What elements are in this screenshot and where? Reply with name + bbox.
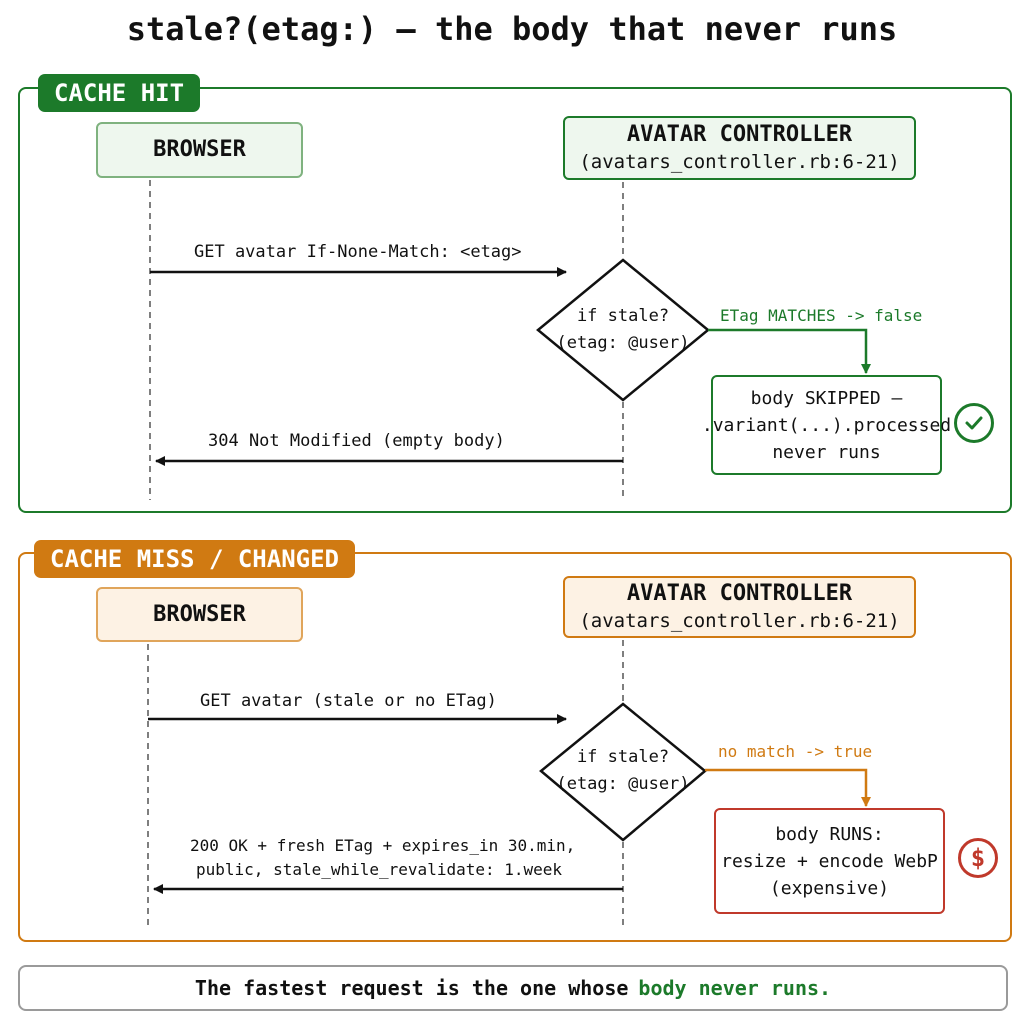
hit-decision-line2: (etag: @user) <box>556 333 690 353</box>
miss-browser-box: BROWSER <box>96 587 303 642</box>
miss-branch-label: no match -> true <box>718 742 873 761</box>
hit-decision-diamond <box>536 258 710 402</box>
miss-decision-text: if stale? (etag: @user) <box>556 744 689 798</box>
page-title: stale?(etag:) — the body that never runs <box>126 10 898 48</box>
miss-decision-line2: (etag: @user) <box>556 774 690 794</box>
hit-result-line3: never runs <box>772 441 881 463</box>
hit-branch-arrow <box>708 328 871 374</box>
footer-text: The fastest request is the one whose <box>194 976 629 1000</box>
hit-branch-label: ETag MATCHES -> false <box>720 306 923 325</box>
dollar-symbol: $ <box>970 844 986 872</box>
hit-decision-text: if stale? (etag: @user) <box>556 303 689 357</box>
miss-decision-diamond <box>539 702 707 842</box>
miss-controller-name: AVATAR CONTROLLER <box>626 581 853 606</box>
miss-response-line2: public, stale_while_revalidate: 1.week <box>196 860 563 879</box>
miss-decision-line1: if stale? <box>576 747 670 767</box>
checkmark-icon <box>954 403 994 443</box>
miss-controller-file: (avatars_controller.rb:6-21) <box>579 610 900 632</box>
hit-result-line1: body SKIPPED — <box>750 387 903 409</box>
miss-result-line3: (expensive) <box>769 877 890 899</box>
hit-response-label: 304 Not Modified (empty body) <box>208 431 505 451</box>
miss-request-label: GET avatar (stale or no ETag) <box>200 691 497 711</box>
miss-browser-label: BROWSER <box>153 601 246 627</box>
cache-miss-tag: CACHE MISS / CHANGED <box>34 540 355 578</box>
cache-miss-panel <box>18 552 1012 942</box>
hit-result-line2: .variant(...).processed <box>701 414 952 436</box>
cache-hit-tag: CACHE HIT <box>38 74 201 112</box>
footer-highlight: body never runs. <box>638 976 832 1000</box>
hit-controller-file: (avatars_controller.rb:6-21) <box>579 151 900 173</box>
miss-controller-box: AVATAR CONTROLLER (avatars_controller.rb… <box>563 576 916 638</box>
hit-browser-box: BROWSER <box>96 122 303 178</box>
hit-controller-name: AVATAR CONTROLLER <box>626 122 853 147</box>
hit-decision-line1: if stale? <box>576 306 670 326</box>
hit-controller-box: AVATAR CONTROLLER (avatars_controller.rb… <box>563 116 916 180</box>
hit-request-label: GET avatar If-None-Match: <etag> <box>194 242 522 262</box>
miss-response-line1: 200 OK + fresh ETag + expires_in 30.min, <box>190 836 576 855</box>
miss-result-line1: body RUNS: <box>775 823 884 845</box>
miss-result-line2: resize + encode WebP <box>721 850 938 872</box>
hit-result-box: body SKIPPED — .variant(...).processed n… <box>702 375 951 475</box>
cache-hit-panel <box>18 87 1012 513</box>
dollar-icon: $ <box>958 838 998 878</box>
miss-result-box: body RUNS: resize + encode WebP (expensi… <box>714 808 945 914</box>
miss-branch-arrow <box>705 768 871 807</box>
hit-browser-label: BROWSER <box>153 137 246 162</box>
footer-callout: The fastest request is the one whose bod… <box>18 965 1008 1011</box>
